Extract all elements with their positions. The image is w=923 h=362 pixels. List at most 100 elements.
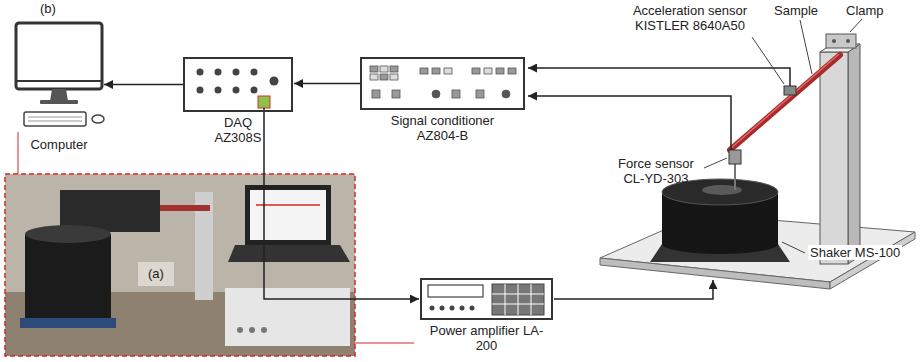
- inset-leader-line: [18, 132, 414, 343]
- signal-arrow: [104, 84, 183, 86]
- computer-icon: [17, 80, 101, 82]
- power-amplifier-box: Power amplifier LA-200: [420, 278, 553, 353]
- clamp-illustration: [826, 34, 856, 48]
- daq-panel: [251, 69, 258, 76]
- leader-line: [850, 19, 862, 32]
- base-plate: [600, 258, 830, 289]
- power-amplifier-panel: [440, 306, 445, 311]
- power-amplifier-panel: [450, 306, 455, 311]
- signal-conditioner-panel: [432, 90, 440, 98]
- power-amplifier-panel: [492, 304, 544, 305]
- signal-conditioner-panel: [392, 90, 400, 98]
- signal-conditioner-panel: [370, 66, 378, 72]
- device-box: [360, 57, 525, 110]
- daq-panel: [270, 77, 279, 86]
- power-amplifier-panel: [428, 284, 544, 315]
- photo-inset: [20, 318, 116, 328]
- photo-inset: [249, 327, 255, 333]
- clamp-illustration: [832, 39, 836, 43]
- leader-line: [704, 158, 727, 168]
- leader-line: [704, 19, 862, 253]
- signal-conditioner-panel: [432, 68, 440, 74]
- panel-label: (a): [146, 266, 166, 281]
- power-amplifier-panel: [470, 306, 475, 311]
- computer-icon: [28, 117, 82, 118]
- power-amplifier-panel: [518, 284, 519, 315]
- photo-inset: [160, 205, 210, 211]
- daq-panel: [215, 69, 222, 76]
- sensor-illustration: [729, 150, 741, 164]
- signal-conditioner-panel: [380, 74, 388, 80]
- device-label: DAQ AZ308S: [207, 115, 269, 145]
- signal-wire: [528, 96, 731, 150]
- panel-label: (b): [40, 1, 56, 16]
- computer-icon: [40, 100, 78, 104]
- signal-conditioner-panel: [370, 66, 516, 98]
- clamp-illustration: [820, 52, 848, 264]
- computer-icon: [50, 89, 68, 101]
- computer-icon: [28, 121, 82, 122]
- device-label: Signal conditioner AZ804-B: [375, 113, 510, 143]
- photo-inset: [237, 327, 243, 333]
- shaker-illustration: [734, 164, 736, 190]
- daq-panel: [197, 69, 279, 113]
- power-amplifier-panel: [428, 285, 483, 297]
- photo-inset: [250, 190, 326, 240]
- signal-conditioner-panel: [380, 66, 388, 72]
- leader-line: [800, 20, 812, 74]
- sensor-illustration: [784, 86, 796, 95]
- part-label: Shaker MS-100: [808, 245, 902, 260]
- signal-conditioner-panel: [444, 68, 452, 74]
- clamp-illustration: [848, 44, 860, 264]
- photo-inset: [245, 185, 331, 245]
- daq-panel: [197, 87, 204, 94]
- device-label: Power amplifier LA-200: [428, 323, 546, 353]
- signal-conditioner-panel: [452, 90, 460, 98]
- photo-inset: [25, 225, 111, 243]
- signal-conditioner-panel: [484, 68, 492, 74]
- photo-inset: [225, 288, 350, 346]
- photo-inset: [5, 174, 355, 356]
- daq-panel: [197, 69, 204, 76]
- signal-conditioner-panel: [390, 74, 398, 80]
- photo-inset: [256, 204, 320, 206]
- computer-icon: [16, 23, 104, 126]
- signal-conditioner-panel: [370, 74, 378, 80]
- daq-box: DAQ AZ308S: [183, 57, 293, 145]
- power-amplifier-panel: [460, 306, 465, 311]
- signal-conditioner-panel: [508, 68, 516, 74]
- photo-inset: [5, 174, 355, 356]
- signal-wire: [528, 68, 790, 299]
- leader-line: [782, 242, 805, 253]
- device-box: [183, 57, 293, 112]
- photo-inset: [5, 174, 355, 356]
- signal-wire: [554, 280, 713, 299]
- daq-panel: [233, 69, 240, 76]
- daq-panel: [251, 87, 258, 94]
- leader-line: [752, 37, 784, 84]
- daq-panel: [215, 87, 222, 94]
- signal-conditioner-panel: [390, 66, 398, 72]
- signal-wire: [528, 68, 790, 86]
- computer-node: Computer: [15, 22, 103, 152]
- signal-arrow: [264, 112, 419, 299]
- device-label: Computer: [15, 137, 103, 152]
- icon-area: [15, 22, 103, 134]
- daq-panel: [233, 87, 240, 94]
- photo-inset: [138, 262, 174, 286]
- signal-arrow: [294, 83, 360, 85]
- computer-icon: [92, 115, 104, 123]
- signal-conditioner-panel: [496, 68, 504, 74]
- shaker-illustration: [662, 234, 778, 254]
- daq-panel: [258, 96, 270, 108]
- photo-inset: [261, 327, 267, 333]
- power-amplifier-panel: [492, 284, 544, 315]
- power-amplifier-panel: [531, 284, 532, 315]
- computer-icon: [16, 23, 102, 89]
- clamp-illustration: [846, 39, 850, 43]
- photo-inset: [228, 245, 350, 262]
